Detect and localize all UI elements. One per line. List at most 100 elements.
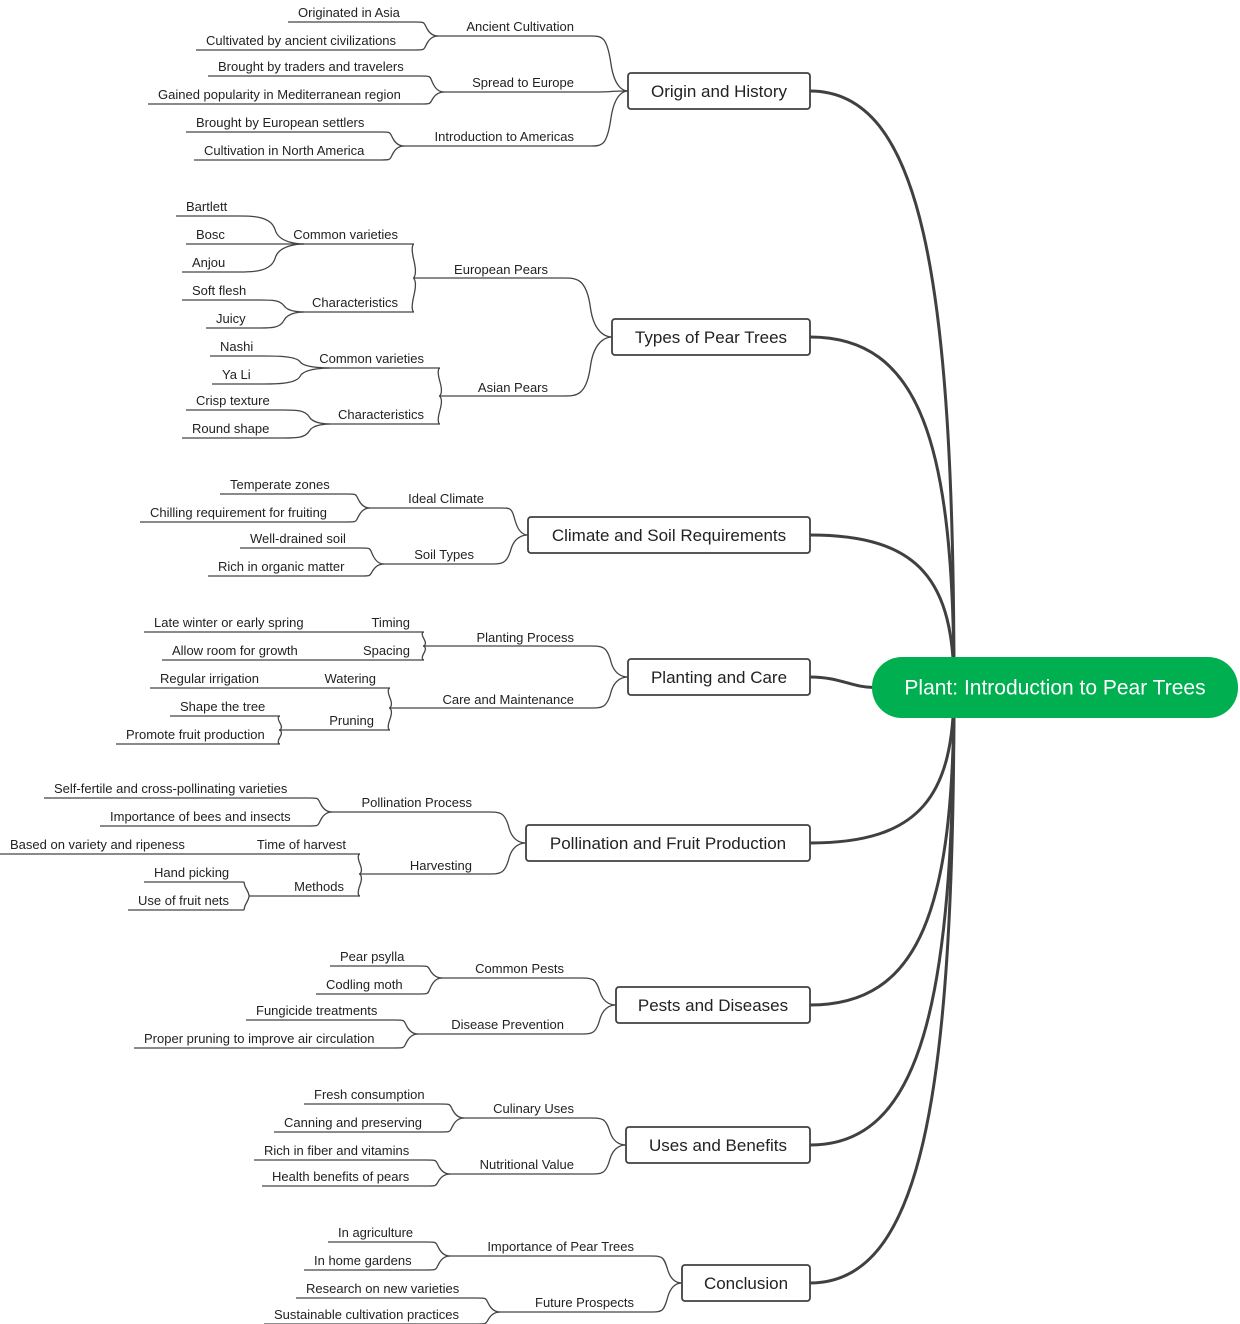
edge-soil-types-well-drained-soil <box>359 547 385 565</box>
leaf-based-on-variety-and-ripeness: Based on variety and ripeness <box>10 837 185 852</box>
edge-pruning-promote-fruit-production <box>277 729 283 745</box>
leaf-hand-picking: Hand picking <box>154 865 229 880</box>
subtopic-european-pears: European Pears <box>454 262 548 277</box>
leaf-sustainable-cultivation-practices: Sustainable cultivation practices <box>274 1307 459 1322</box>
edge-origin-and-history-ancient-cultivation <box>589 35 629 92</box>
subtopic-future-prospects: Future Prospects <box>535 1295 634 1310</box>
branch-node-conclusion[interactable] <box>681 1264 811 1302</box>
edge-culinary-uses-fresh-consumption <box>439 1103 465 1119</box>
leaf-cultivation-in-north-america: Cultivation in North America <box>204 143 365 158</box>
root-label: Plant: Introduction to Pear Trees <box>904 677 1205 700</box>
edge-spread-to-europe-brought-by-traders-and-travelers <box>419 75 445 93</box>
edge-pruning-shape-the-tree <box>277 715 283 731</box>
subtopic-timing: Timing <box>371 615 410 630</box>
edge-nutritional-value-health-benefits-of-pears <box>425 1173 451 1187</box>
edge-characteristics-juicy <box>259 311 305 329</box>
subtopic-disease-prevention: Disease Prevention <box>451 1017 564 1032</box>
branch-edge-climate-and-soil-requirements <box>809 533 956 688</box>
leaf-rich-in-fiber-and-vitamins: Rich in fiber and vitamins <box>264 1143 410 1158</box>
edge-asian-pears-common-varieties <box>437 367 443 397</box>
leaf-brought-by-traders-and-travelers: Brought by traders and travelers <box>218 59 404 74</box>
edge-asian-pears-characteristics <box>437 395 443 425</box>
branch-edge-pests-and-diseases <box>809 687 956 1007</box>
edge-characteristics-soft-flesh <box>259 299 305 313</box>
leaf-originated-in-asia: Originated in Asia <box>298 5 401 20</box>
subtopic-characteristics: Characteristics <box>312 295 398 310</box>
edge-culinary-uses-canning-and-preserving <box>439 1117 465 1133</box>
subtopic-spacing: Spacing <box>363 643 410 658</box>
leaf-round-shape: Round shape <box>192 421 269 436</box>
node-layer: Plant: Introduction to Pear TreesOrigin … <box>10 5 1238 1322</box>
leaf-bosc: Bosc <box>196 227 225 242</box>
branch-node-pollination-and-fruit-production[interactable] <box>525 824 811 862</box>
subtopic-importance-of-pear-trees: Importance of Pear Trees <box>487 1239 634 1254</box>
subtopic-common-varieties: Common varieties <box>319 351 424 366</box>
subtopic-planting-process: Planting Process <box>476 630 574 645</box>
edge-origin-and-history-spread-to-europe <box>589 90 629 93</box>
branch-node-types-of-pear-trees[interactable] <box>611 318 811 356</box>
subtopic-ideal-climate: Ideal Climate <box>408 491 484 506</box>
leaf-shape-the-tree: Shape the tree <box>180 699 265 714</box>
subtopic-watering: Watering <box>324 671 376 686</box>
edge-european-pears-characteristics <box>411 277 417 313</box>
branch-edge-types-of-pear-trees <box>809 335 956 688</box>
edge-uses-and-benefits-culinary-uses <box>589 1117 627 1146</box>
subtopic-introduction-to-americas: Introduction to Americas <box>435 129 575 144</box>
leaf-anjou: Anjou <box>192 255 225 270</box>
branch-label-types-of-pear-trees: Types of Pear Trees <box>635 328 787 347</box>
edge-ideal-climate-chilling-requirement-for-fruiting <box>345 507 371 523</box>
leaf-soft-flesh: Soft flesh <box>192 283 246 298</box>
edge-planting-and-care-care-and-maintenance <box>589 676 629 709</box>
edge-planting-process-timing <box>421 631 427 647</box>
subtopic-ancient-cultivation: Ancient Cultivation <box>466 19 574 34</box>
edge-spread-to-europe-gained-popularity-in-mediterranean-region <box>419 91 445 105</box>
leaf-health-benefits-of-pears: Health benefits of pears <box>272 1169 410 1184</box>
subtopic-pollination-process: Pollination Process <box>361 795 472 810</box>
edge-climate-and-soil-requirements-ideal-climate <box>499 507 529 536</box>
branch-node-pests-and-diseases[interactable] <box>615 986 811 1024</box>
edge-planting-and-care-planting-process <box>589 645 629 678</box>
edge-introduction-to-americas-cultivation-in-north-america <box>379 145 405 161</box>
edge-disease-prevention-fungicide-treatments <box>393 1019 419 1035</box>
edge-characteristics-crisp-texture <box>283 409 331 425</box>
edge-methods-hand-picking <box>241 881 251 897</box>
edge-pests-and-diseases-disease-prevention <box>579 1004 617 1035</box>
edge-conclusion-future-prospects <box>649 1282 683 1313</box>
subtopic-harvesting: Harvesting <box>410 858 472 873</box>
branch-node-planting-and-care[interactable] <box>627 658 811 696</box>
subtopic-common-pests: Common Pests <box>475 961 564 976</box>
leaf-ya-li: Ya Li <box>222 367 251 382</box>
branch-label-pests-and-diseases: Pests and Diseases <box>638 996 788 1015</box>
branch-node-climate-and-soil-requirements[interactable] <box>527 516 811 554</box>
edge-introduction-to-americas-brought-by-european-settlers <box>379 131 405 147</box>
edge-ancient-cultivation-originated-in-asia <box>413 21 439 37</box>
edge-european-pears-common-varieties <box>411 243 417 279</box>
edge-future-prospects-sustainable-cultivation-practices <box>475 1311 501 1324</box>
leaf-brought-by-european-settlers: Brought by European settlers <box>196 115 365 130</box>
leaf-temperate-zones: Temperate zones <box>230 477 330 492</box>
edge-harvesting-methods <box>357 873 363 897</box>
branch-node-uses-and-benefits[interactable] <box>625 1126 811 1164</box>
leaf-proper-pruning-to-improve-air-circulation: Proper pruning to improve air circulatio… <box>144 1031 375 1046</box>
edge-future-prospects-research-on-new-varieties <box>475 1297 501 1313</box>
subtopic-pruning: Pruning <box>329 713 374 728</box>
leaf-pear-psylla: Pear psylla <box>340 949 405 964</box>
subtopic-characteristics: Characteristics <box>338 407 424 422</box>
root-node[interactable] <box>872 657 1238 718</box>
leaf-fresh-consumption: Fresh consumption <box>314 1087 425 1102</box>
subtopic-spread-to-europe: Spread to Europe <box>472 75 574 90</box>
leaf-crisp-texture: Crisp texture <box>196 393 270 408</box>
subtopic-care-and-maintenance: Care and Maintenance <box>442 692 574 707</box>
leaf-well-drained-soil: Well-drained soil <box>250 531 346 546</box>
subtopic-asian-pears: Asian Pears <box>478 380 549 395</box>
branch-node-origin-and-history[interactable] <box>627 72 811 110</box>
edge-common-pests-codling-moth <box>417 977 443 995</box>
leaf-bartlett: Bartlett <box>186 199 228 214</box>
edge-uses-and-benefits-nutritional-value <box>589 1144 627 1175</box>
edge-pollination-process-importance-of-bees-and-insects <box>307 811 333 827</box>
leaf-fungicide-treatments: Fungicide treatments <box>256 1003 378 1018</box>
branch-edge-planting-and-care <box>809 675 875 689</box>
leaf-chilling-requirement-for-fruiting: Chilling requirement for fruiting <box>150 505 327 520</box>
subtopic-methods: Methods <box>294 879 344 894</box>
leaf-canning-and-preserving: Canning and preserving <box>284 1115 422 1130</box>
